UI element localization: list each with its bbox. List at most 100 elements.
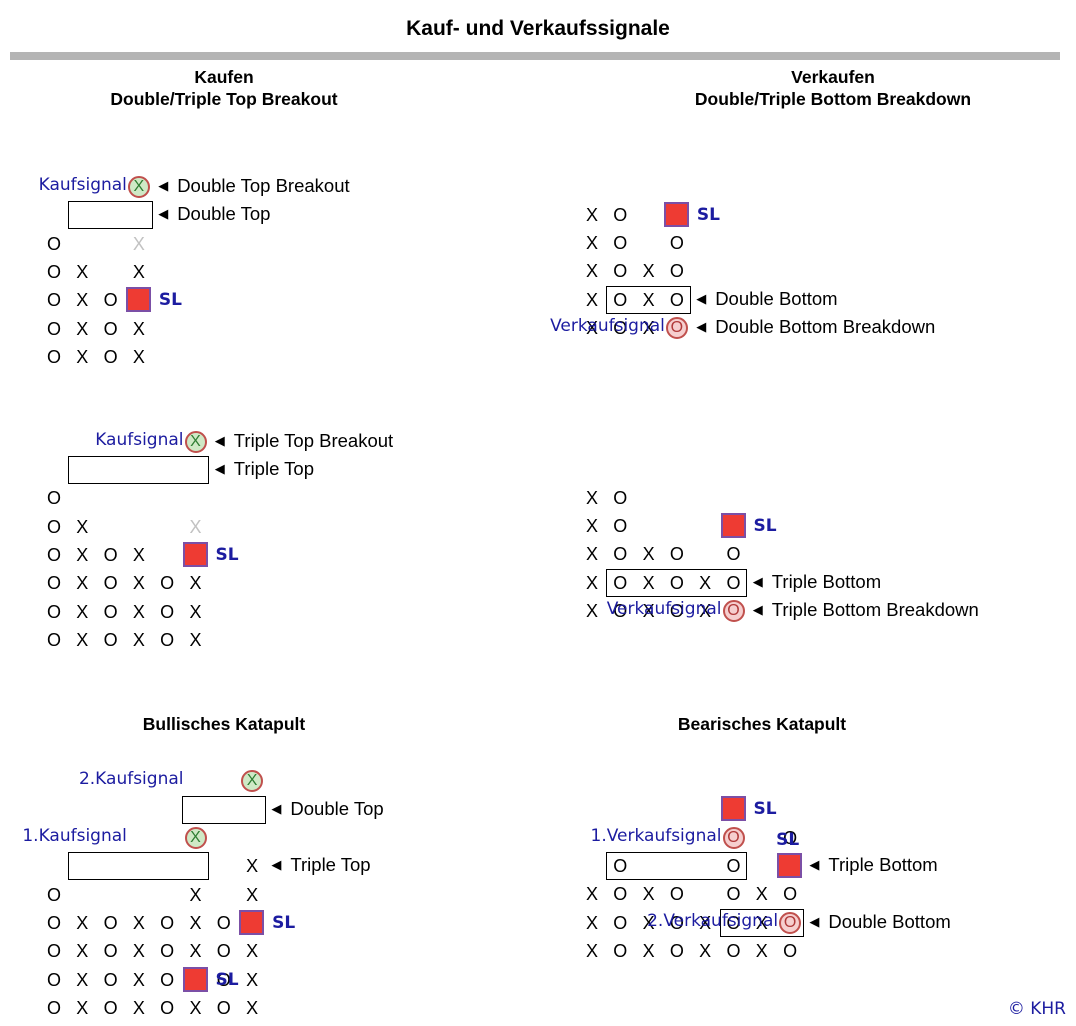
- bear-catapult-heading: Bearisches Katapult: [677, 714, 847, 734]
- pointer-arrow-icon: ◀: [271, 857, 282, 873]
- signal-circle-sell: O: [665, 317, 688, 339]
- sell-triple-x-mark: X: [585, 515, 598, 536]
- bear-catapult-o-mark: O: [726, 884, 741, 905]
- buy-triple-o-mark: O: [46, 516, 61, 537]
- annotation-double-bottom-breakdown: ◀Double Bottom Breakdown: [696, 316, 935, 338]
- buy-double-x-mark: X: [132, 347, 145, 367]
- bear-catapult-o-mark: O: [726, 941, 741, 961]
- buy-triple-x-mark: X: [132, 573, 145, 594]
- buy-double-x-mark: X: [76, 261, 89, 282]
- pattern-box: [181, 795, 267, 824]
- buy-triple-o-mark: O: [103, 573, 118, 594]
- bull-catapult-o-mark: O: [160, 912, 175, 933]
- annotation-text: Triple Top: [233, 457, 315, 479]
- bear-catapult-o-mark: O: [783, 941, 798, 961]
- sell-double-o-mark: O: [613, 289, 628, 310]
- annotation-text: Triple Bottom: [828, 853, 938, 875]
- bear-catapult-x-mark: X: [699, 912, 712, 933]
- pointer-arrow-icon: ◀: [752, 602, 763, 617]
- sell-double-x-mark: X: [585, 289, 598, 310]
- buy-triple-x-mark: X: [76, 630, 89, 650]
- annotation-text: Triple Bottom Breakdown: [771, 599, 979, 620]
- bear-catapult-x-mark: X: [642, 884, 655, 905]
- bull-catapult-o-mark: O: [160, 998, 175, 1018]
- buy-triple-o-mark: O: [103, 544, 118, 565]
- buy-triple-x-mark: X: [76, 573, 89, 594]
- sell-double-o-mark: O: [669, 261, 684, 282]
- sell-triple-o-mark: O: [726, 544, 741, 565]
- bull-catapult-o-mark: O: [216, 912, 231, 933]
- sell-double-o-mark: O: [613, 261, 628, 282]
- annotation-triple-top: ◀ Triple Top: [215, 458, 314, 480]
- buy-triple-x-mark: X: [76, 601, 89, 622]
- stop-loss-square: [239, 909, 265, 935]
- annotation-text: Triple Bottom: [771, 570, 882, 592]
- verkaufsignal-label: Verkaufsignal: [606, 599, 722, 619]
- bull-catapult-o-mark: O: [160, 941, 175, 962]
- stop-loss-square: [720, 796, 746, 822]
- stop-loss-label: SL: [696, 204, 720, 225]
- pointer-arrow-icon: ◀: [214, 460, 225, 476]
- bear-catapult-o-mark: O: [613, 912, 628, 933]
- annotation-text: Double Top: [177, 203, 271, 225]
- bear-catapult-x-mark: X: [755, 912, 768, 933]
- bull-catapult-o-mark: O: [46, 969, 61, 990]
- sell-double-x-mark: X: [642, 261, 655, 282]
- stop-loss-square: [182, 541, 208, 567]
- signal-circle-buy: X: [127, 175, 150, 198]
- pointer-arrow-icon: ◀: [271, 800, 282, 816]
- copyright: © KHR: [1007, 999, 1066, 1019]
- verkaufsignal-1-label: 1.Verkaufsignal: [590, 825, 722, 846]
- buy-triple-x-mark: X: [189, 516, 202, 537]
- pointer-arrow-icon: ◀: [696, 319, 707, 334]
- sell-triple-o-mark: O: [613, 544, 628, 565]
- bear-catapult-x-mark: X: [642, 941, 655, 961]
- annotation-triple-top: ◀ Triple Top: [271, 854, 370, 876]
- signal-circle-buy: X: [184, 430, 207, 453]
- bull-catapult-x-mark: X: [76, 998, 89, 1018]
- sell-heading-line-2: Double/Triple Bottom Breakdown: [694, 89, 972, 109]
- pattern-box: [68, 455, 210, 484]
- bull-catapult-o-mark: O: [103, 998, 118, 1018]
- sell-triple-x-mark: X: [642, 572, 655, 593]
- signal-circle-buy: X: [241, 770, 264, 793]
- pointer-arrow-icon: ◀: [809, 856, 820, 872]
- annotation-triple-top-breakout: ◀Triple Top Breakout: [215, 430, 393, 452]
- bear-catapult-o-mark: O: [669, 884, 684, 905]
- buy-triple-o-mark: O: [103, 601, 118, 622]
- sell-double-x-mark: X: [585, 232, 598, 253]
- stop-loss-label: SL: [215, 969, 239, 990]
- bear-catapult-o-mark: O: [669, 941, 684, 961]
- bull-catapult-o-mark: O: [160, 969, 175, 990]
- bear-catapult-x-mark: X: [585, 884, 598, 905]
- buy-triple-x-mark: X: [189, 601, 202, 622]
- buy-double-o-mark: O: [103, 347, 118, 367]
- sell-triple-o-mark: O: [669, 572, 684, 593]
- sell-triple-x-mark: X: [585, 544, 598, 565]
- bull-catapult-heading: Bullisches Katapult: [142, 714, 306, 734]
- bull-catapult-x-mark: X: [246, 969, 259, 990]
- pointer-arrow-icon: ◀: [214, 432, 225, 448]
- sell-double-o-mark: O: [613, 232, 628, 253]
- bull-catapult-x-mark: X: [76, 941, 89, 962]
- annotation-text: Triple Top: [290, 854, 371, 876]
- pointer-arrow-icon: ◀: [696, 290, 707, 306]
- buy-triple-x-mark: X: [132, 601, 145, 622]
- kaufsignal-label: Kaufsignal: [95, 429, 184, 450]
- pattern-box: [606, 285, 691, 314]
- sell-double-x-mark: X: [585, 318, 598, 338]
- sell-double-heading: Verkaufen Double/Triple Bottom Breakdown: [583, 66, 1076, 110]
- buy-triple-x-mark: X: [132, 544, 145, 565]
- annotation-triple-bottom: ◀Triple Bottom: [753, 571, 881, 593]
- sell-triple-o-mark: O: [613, 515, 628, 536]
- buy-triple-o-mark: O: [160, 630, 175, 650]
- buy-double-x-mark: X: [76, 318, 89, 339]
- buy-triple-x-mark: X: [189, 573, 202, 594]
- bull-catapult-o-mark: O: [46, 884, 61, 905]
- sell-double-x-mark: X: [585, 204, 598, 225]
- bear-catapult-o-mark: O: [613, 855, 628, 876]
- buy-triple-x-mark: X: [76, 516, 89, 537]
- buy-double-x-mark: X: [76, 347, 89, 367]
- bear-catapult-o-mark: O: [669, 912, 684, 933]
